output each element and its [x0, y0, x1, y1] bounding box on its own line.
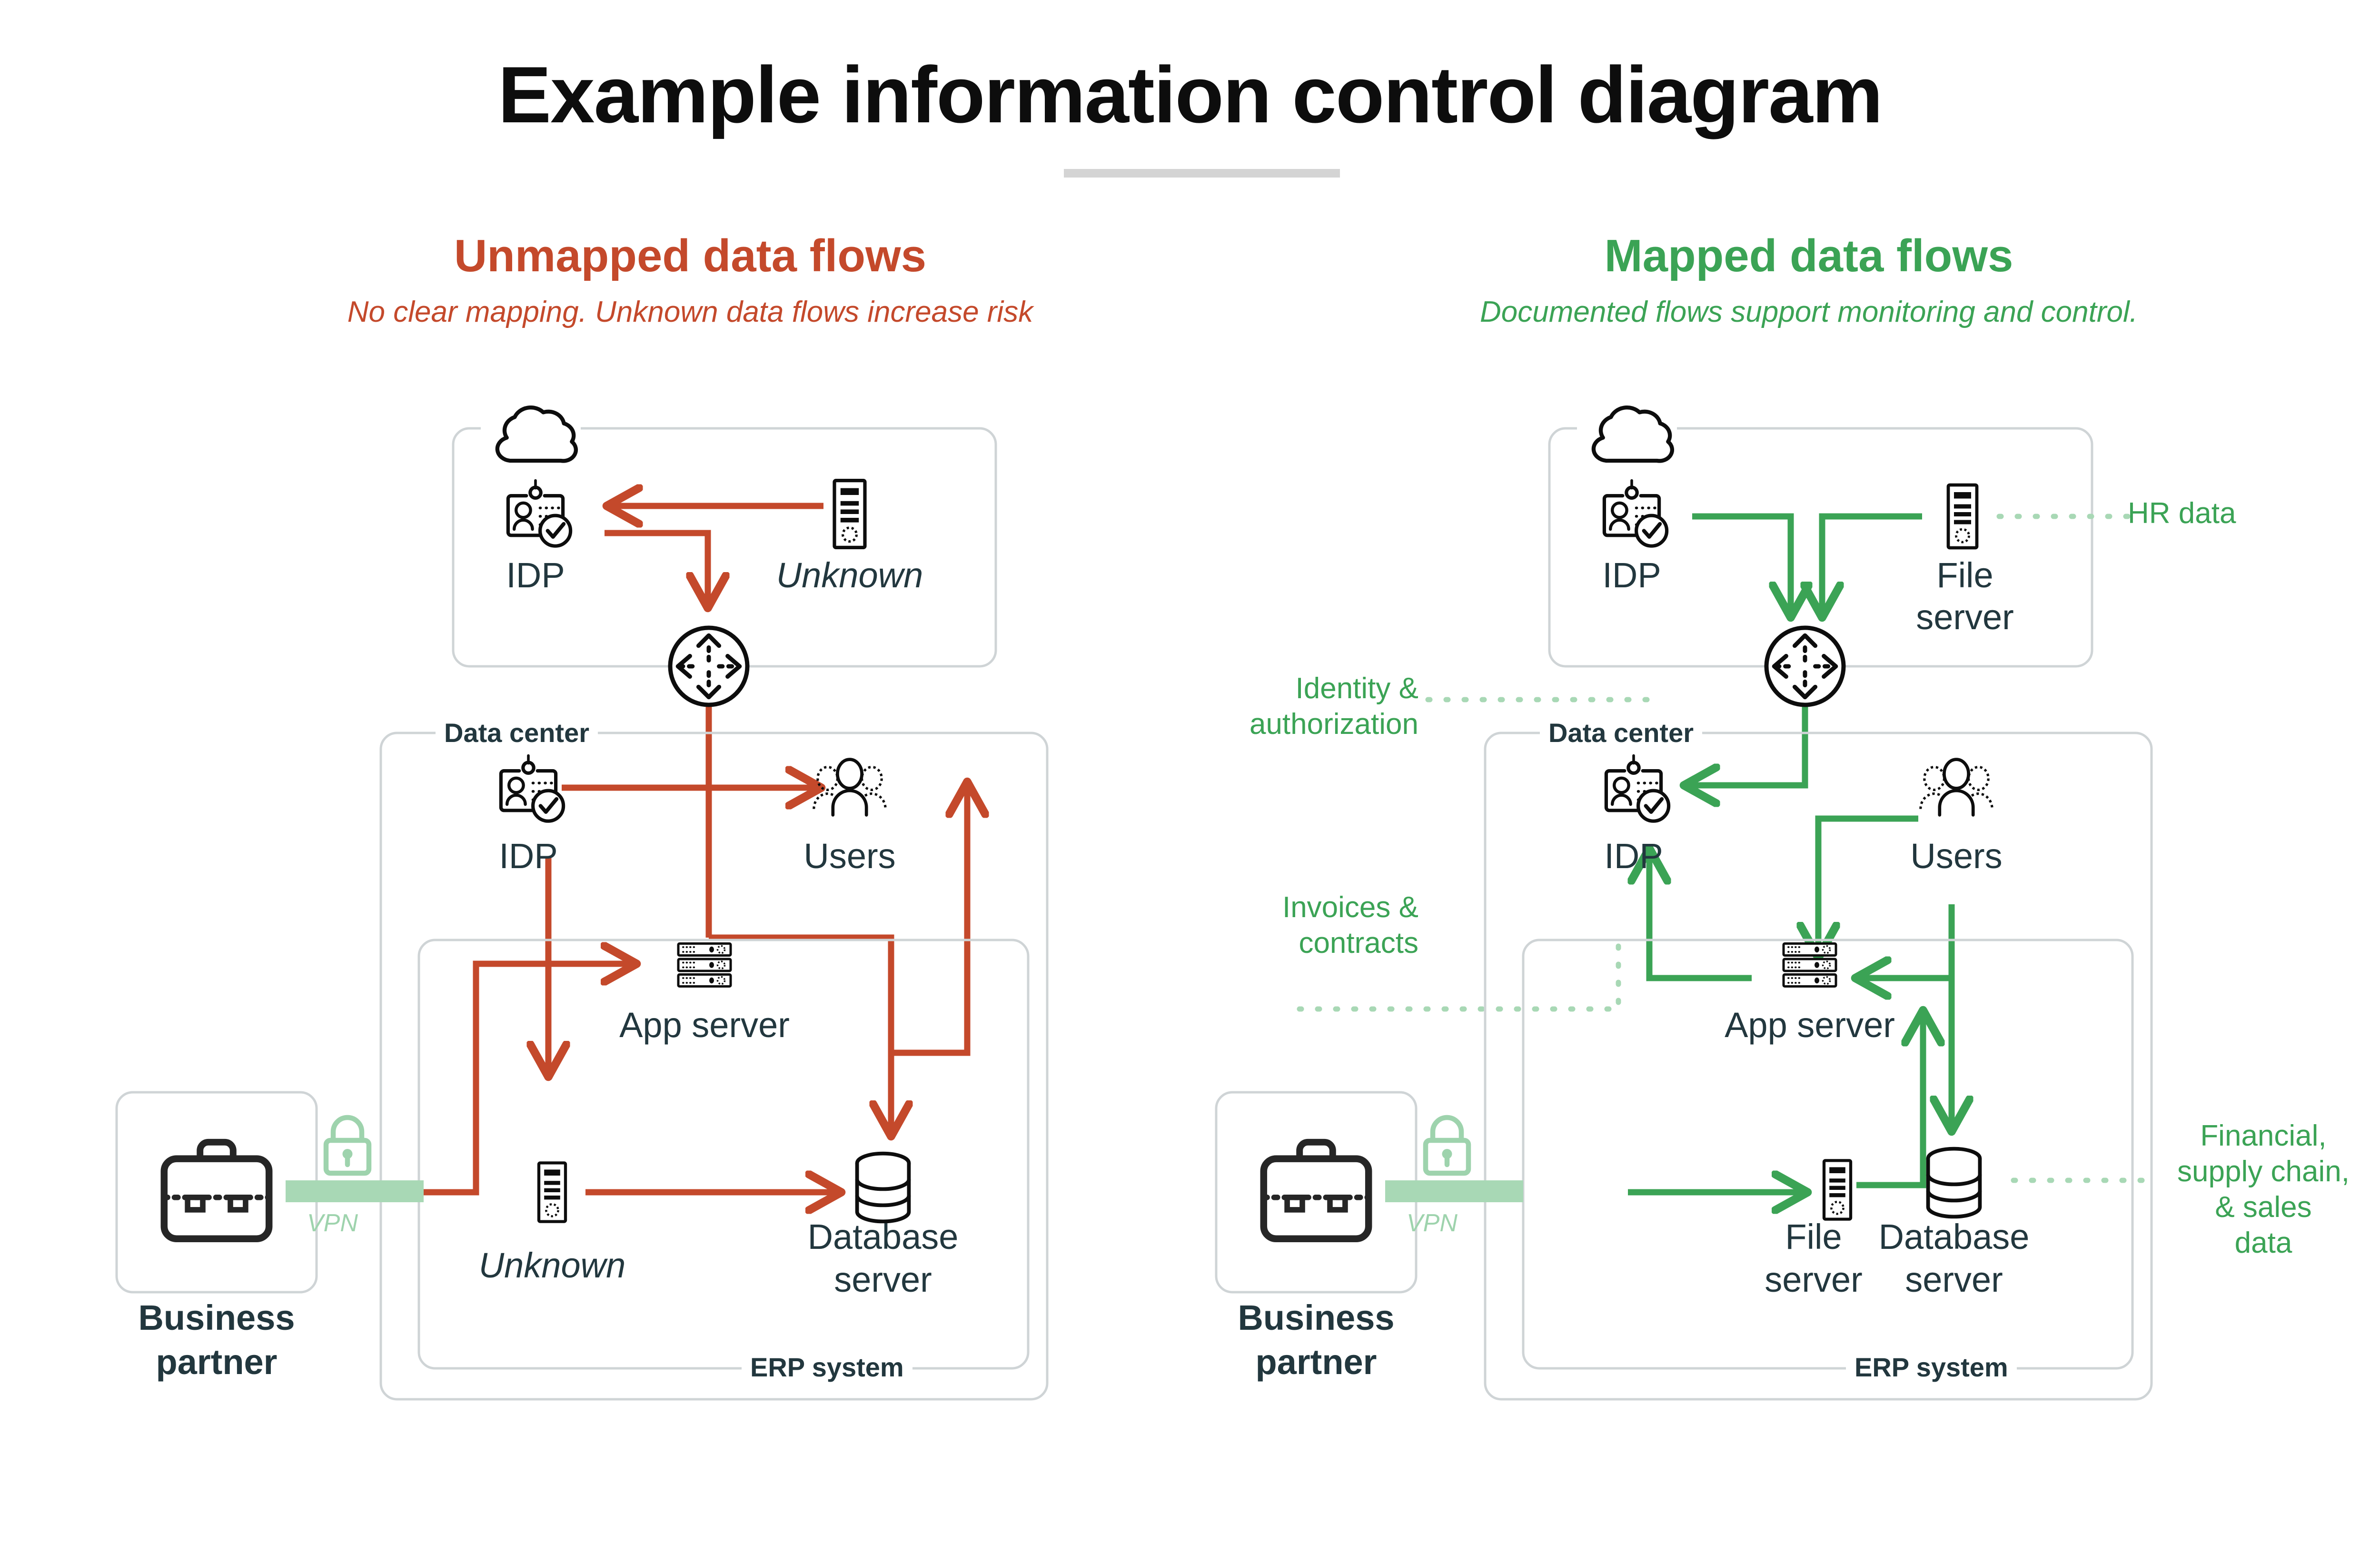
column-subheading-unmapped: No clear mapping. Unknown data flows inc…	[347, 296, 1033, 328]
vpn-label-mapped: VPN	[1407, 1209, 1458, 1237]
node-label-dc-users: Users	[803, 836, 896, 876]
annotation-identity-authorization-line1: Identity &	[1295, 672, 1418, 705]
lock-icon	[326, 1118, 369, 1173]
node-label-dc-idp: IDP	[499, 836, 558, 876]
datacenter-caption-mapped: Data center	[1540, 720, 1703, 746]
node-label-m-dc-users: Users	[1910, 836, 2003, 876]
node-label-m-erp-file-line2: server	[1765, 1260, 1863, 1299]
node-label-cloud-idp: IDP	[506, 555, 565, 595]
lock-icon	[1426, 1118, 1468, 1173]
id-badge-icon	[1604, 481, 1666, 546]
node-label-m-erp-db-line2: server	[1905, 1260, 2003, 1299]
flow-vpn-to-app-server	[305, 964, 633, 1196]
database-icon	[1928, 1149, 1980, 1217]
node-label-m-cloud-file-line1: File	[1936, 555, 1993, 595]
title-divider	[1064, 169, 1340, 178]
cloud-container-unmapped	[452, 427, 997, 668]
server-tower-icon	[1948, 485, 1977, 548]
id-badge-icon	[1606, 756, 1668, 821]
vpn-label-unmapped: VPN	[307, 1209, 358, 1237]
annotation-identity-authorization-line2: authorization	[1249, 708, 1418, 741]
annotation-invoices-contracts-line1: Invoices &	[1282, 891, 1418, 924]
node-label-m-cloud-idp: IDP	[1602, 555, 1661, 595]
cloud-icon	[1594, 407, 1672, 461]
business-partner-label-line1-unmapped: Business	[138, 1298, 295, 1337]
annotation-financial-line3: & sales	[2215, 1191, 2312, 1224]
vpn-band-mapped	[1385, 1180, 1523, 1202]
rack-server-icon	[1784, 944, 1836, 987]
datacenter-caption-unmapped: Data center	[436, 720, 598, 746]
id-badge-icon	[501, 756, 563, 821]
erp-caption-unmapped: ERP system	[742, 1354, 912, 1381]
erp-caption-mapped: ERP system	[1846, 1354, 2017, 1381]
annotation-financial-line2: supply chain,	[2177, 1155, 2350, 1188]
column-heading-unmapped: Unmapped data flows	[454, 230, 927, 281]
annotation-invoices-contracts-line2: contracts	[1299, 927, 1418, 959]
server-tower-icon	[539, 1163, 565, 1221]
node-label-m-dc-idp: IDP	[1604, 836, 1663, 876]
node-label-erp-db-line1: Database	[807, 1217, 959, 1256]
id-badge-icon	[508, 481, 570, 546]
node-label-erp-app: App server	[619, 1005, 790, 1045]
business-partner-label-line2-unmapped: partner	[156, 1342, 278, 1382]
router-icon	[670, 628, 747, 705]
node-label-m-erp-file-line1: File	[1785, 1217, 1842, 1256]
cloud-icon	[497, 407, 576, 461]
column-heading-mapped: Mapped data flows	[1604, 230, 2013, 281]
annotation-financial-line4: data	[2234, 1227, 2292, 1259]
users-icon	[1921, 760, 1992, 815]
node-label-m-erp-db-line1: Database	[1878, 1217, 2030, 1256]
business-partner-box-mapped	[1215, 1091, 1418, 1294]
vpn-band-unmapped	[286, 1180, 424, 1202]
node-label-m-erp-app: App server	[1725, 1005, 1895, 1045]
flow-m-db-to-app	[1859, 978, 1955, 1118]
business-partner-label-line1-mapped: Business	[1238, 1298, 1395, 1337]
business-partner-box-unmapped	[115, 1091, 318, 1294]
page-title: Example information control diagram	[498, 50, 1883, 139]
rack-server-icon	[678, 944, 731, 987]
briefcase-icon	[1264, 1142, 1368, 1239]
server-tower-icon	[834, 481, 865, 548]
router-icon	[1766, 628, 1844, 705]
node-label-erp-db-line2: server	[834, 1260, 932, 1299]
server-tower-icon	[1824, 1160, 1851, 1219]
flow-loop-to-users	[891, 785, 967, 1056]
node-label-erp-unknown: Unknown	[478, 1246, 626, 1285]
node-label-m-cloud-file-line2: server	[1916, 597, 2014, 637]
business-partner-label-line2-mapped: partner	[1255, 1342, 1377, 1382]
database-icon	[857, 1154, 909, 1222]
node-label-cloud-unknown: Unknown	[776, 555, 923, 595]
annotation-hr-data: HR data	[2128, 497, 2236, 530]
briefcase-icon	[164, 1142, 269, 1239]
column-subheading-mapped: Documented flows support monitoring and …	[1480, 296, 2138, 328]
annotation-financial-line1: Financial,	[2200, 1119, 2327, 1152]
flow-m-router-to-dc-idp	[1687, 697, 1808, 785]
users-icon	[814, 760, 885, 815]
